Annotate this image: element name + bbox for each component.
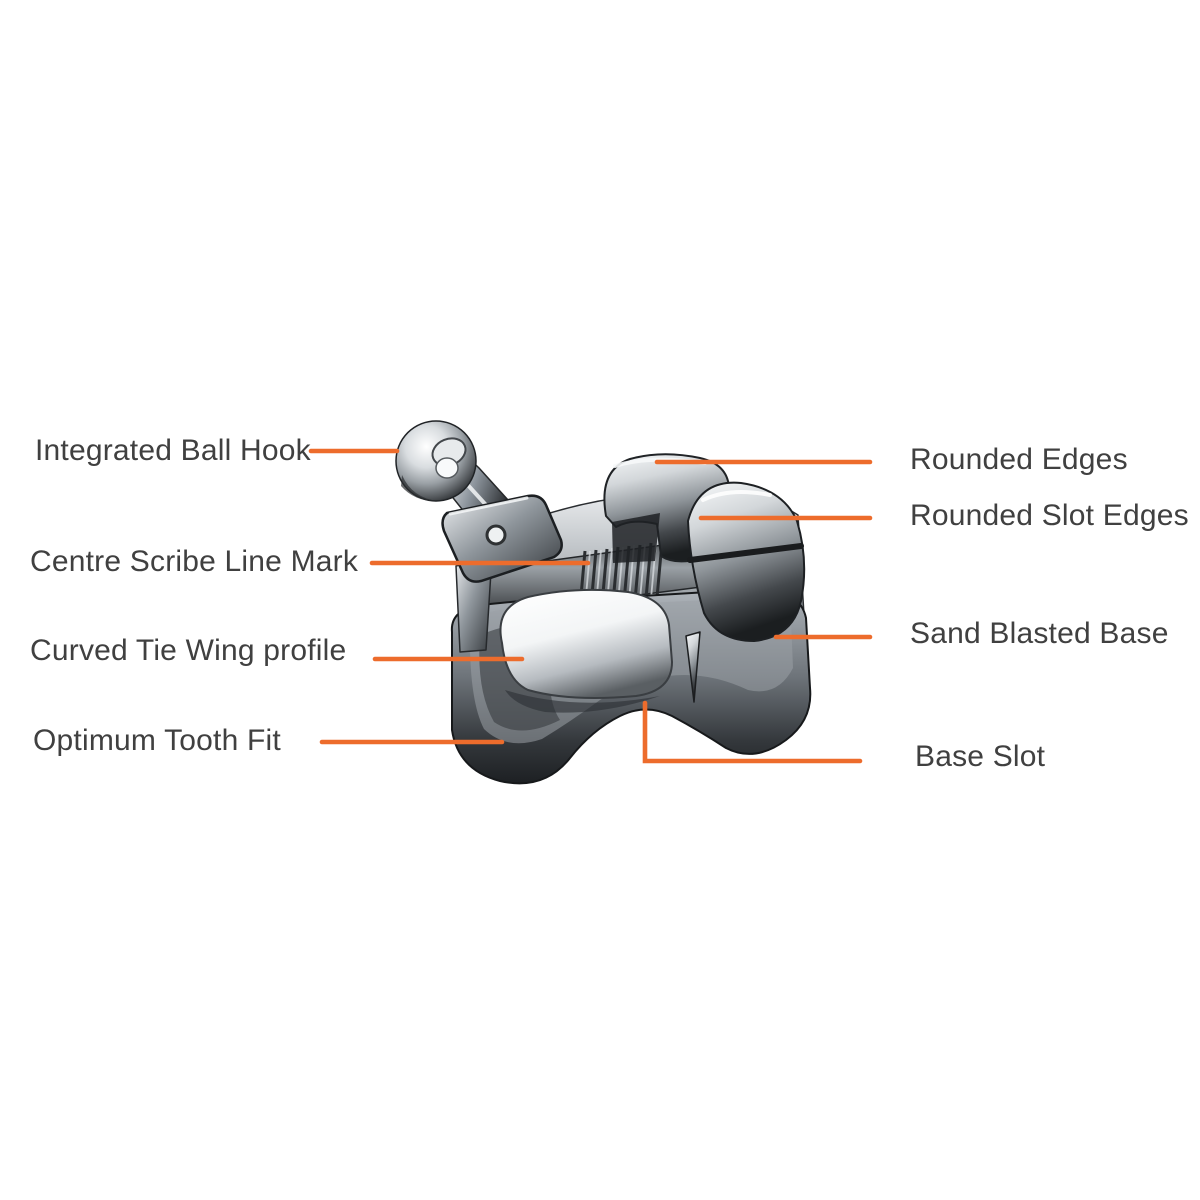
label-rounded-edges: Rounded Edges <box>910 443 1128 476</box>
wing-gap-shadow <box>612 513 660 563</box>
tie-wing-lower <box>499 588 673 699</box>
leader-base-slot <box>642 700 863 764</box>
tie-wing-right-highlight <box>701 490 772 502</box>
label-optimum-tooth-fit: Optimum Tooth Fit <box>33 724 281 757</box>
ligature-spike <box>685 631 701 703</box>
ball-hook-knob <box>435 457 459 479</box>
ball-hook-rim-shadow <box>401 475 438 502</box>
label-integrated-ball-hook: Integrated Ball Hook <box>35 434 311 467</box>
hook-mount-tab-edge <box>448 496 529 516</box>
label-base-slot: Base Slot <box>915 740 1046 773</box>
label-curved-tie-wing-profile: Curved Tie Wing profile <box>30 634 347 667</box>
bracket <box>395 420 812 785</box>
label-sand-blasted-base: Sand Blasted Base <box>910 617 1169 650</box>
tie-wing-lower-shadow <box>505 690 660 713</box>
tab-hole <box>485 524 507 546</box>
label-centre-scribe-line-mark: Centre Scribe Line Mark <box>30 545 359 578</box>
right-slot-gap <box>687 543 804 563</box>
label-rounded-slot-edges: Rounded Slot Edges <box>910 499 1189 532</box>
tie-wing-right <box>687 481 806 642</box>
